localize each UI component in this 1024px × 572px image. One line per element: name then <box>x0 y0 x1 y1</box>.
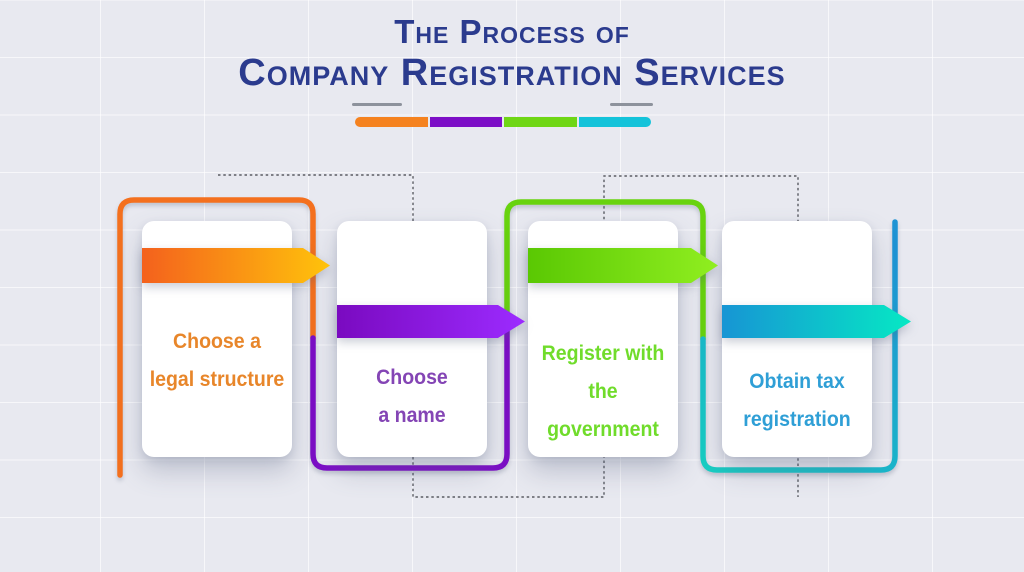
step-card-2 <box>337 221 487 457</box>
step-card-4 <box>722 221 872 457</box>
step-1-arrow-icon <box>142 248 330 283</box>
step-4-arrow-icon <box>722 305 911 338</box>
step-2-arrow-icon <box>337 305 525 338</box>
step-3-label: Register with the government <box>533 335 673 449</box>
page-title: The Process of Company Registration Serv… <box>0 12 1024 95</box>
step-3-arrow-icon <box>528 248 718 283</box>
step-2-label-line-2: a name <box>378 404 446 427</box>
divider-segment-green <box>504 117 577 127</box>
divider-segment-purple <box>429 117 502 127</box>
title-underline-right <box>610 103 653 106</box>
step-4-label: Obtain tax registration <box>727 363 867 439</box>
step-4-label-wrap: Obtain tax registration <box>722 221 872 457</box>
step-1-label-line-1: Choose a <box>173 330 261 353</box>
step-4-label-line-2: registration <box>743 408 851 431</box>
step-1-label-line-2: legal structure <box>149 368 285 391</box>
step-2-label-line-1: Choose <box>376 366 448 389</box>
outline-step-3 <box>504 199 706 342</box>
step-2-label-wrap: Choose a name <box>337 221 487 457</box>
title-line-2: Company Registration Services <box>238 51 786 94</box>
title-line-1: The Process of <box>394 13 630 50</box>
step-2-label: Choose a name <box>342 359 482 435</box>
step-3-label-line-2: the government <box>547 380 659 441</box>
title-divider <box>355 117 651 127</box>
step-4-label-line-1: Obtain tax <box>749 370 845 393</box>
step-3-label-wrap: Register with the government <box>528 221 678 457</box>
step-1-label: Choose a legal structure <box>147 323 287 399</box>
step-1-label-wrap: Choose a legal structure <box>142 221 292 457</box>
outline-step-4 <box>700 219 898 473</box>
title-underline-left <box>352 103 402 106</box>
step-3-label-line-1: Register with <box>541 342 665 365</box>
divider-segment-cyan <box>578 117 651 127</box>
outline-step-2 <box>310 317 510 471</box>
divider-segment-orange <box>355 117 428 127</box>
outline-step-1 <box>117 197 316 478</box>
